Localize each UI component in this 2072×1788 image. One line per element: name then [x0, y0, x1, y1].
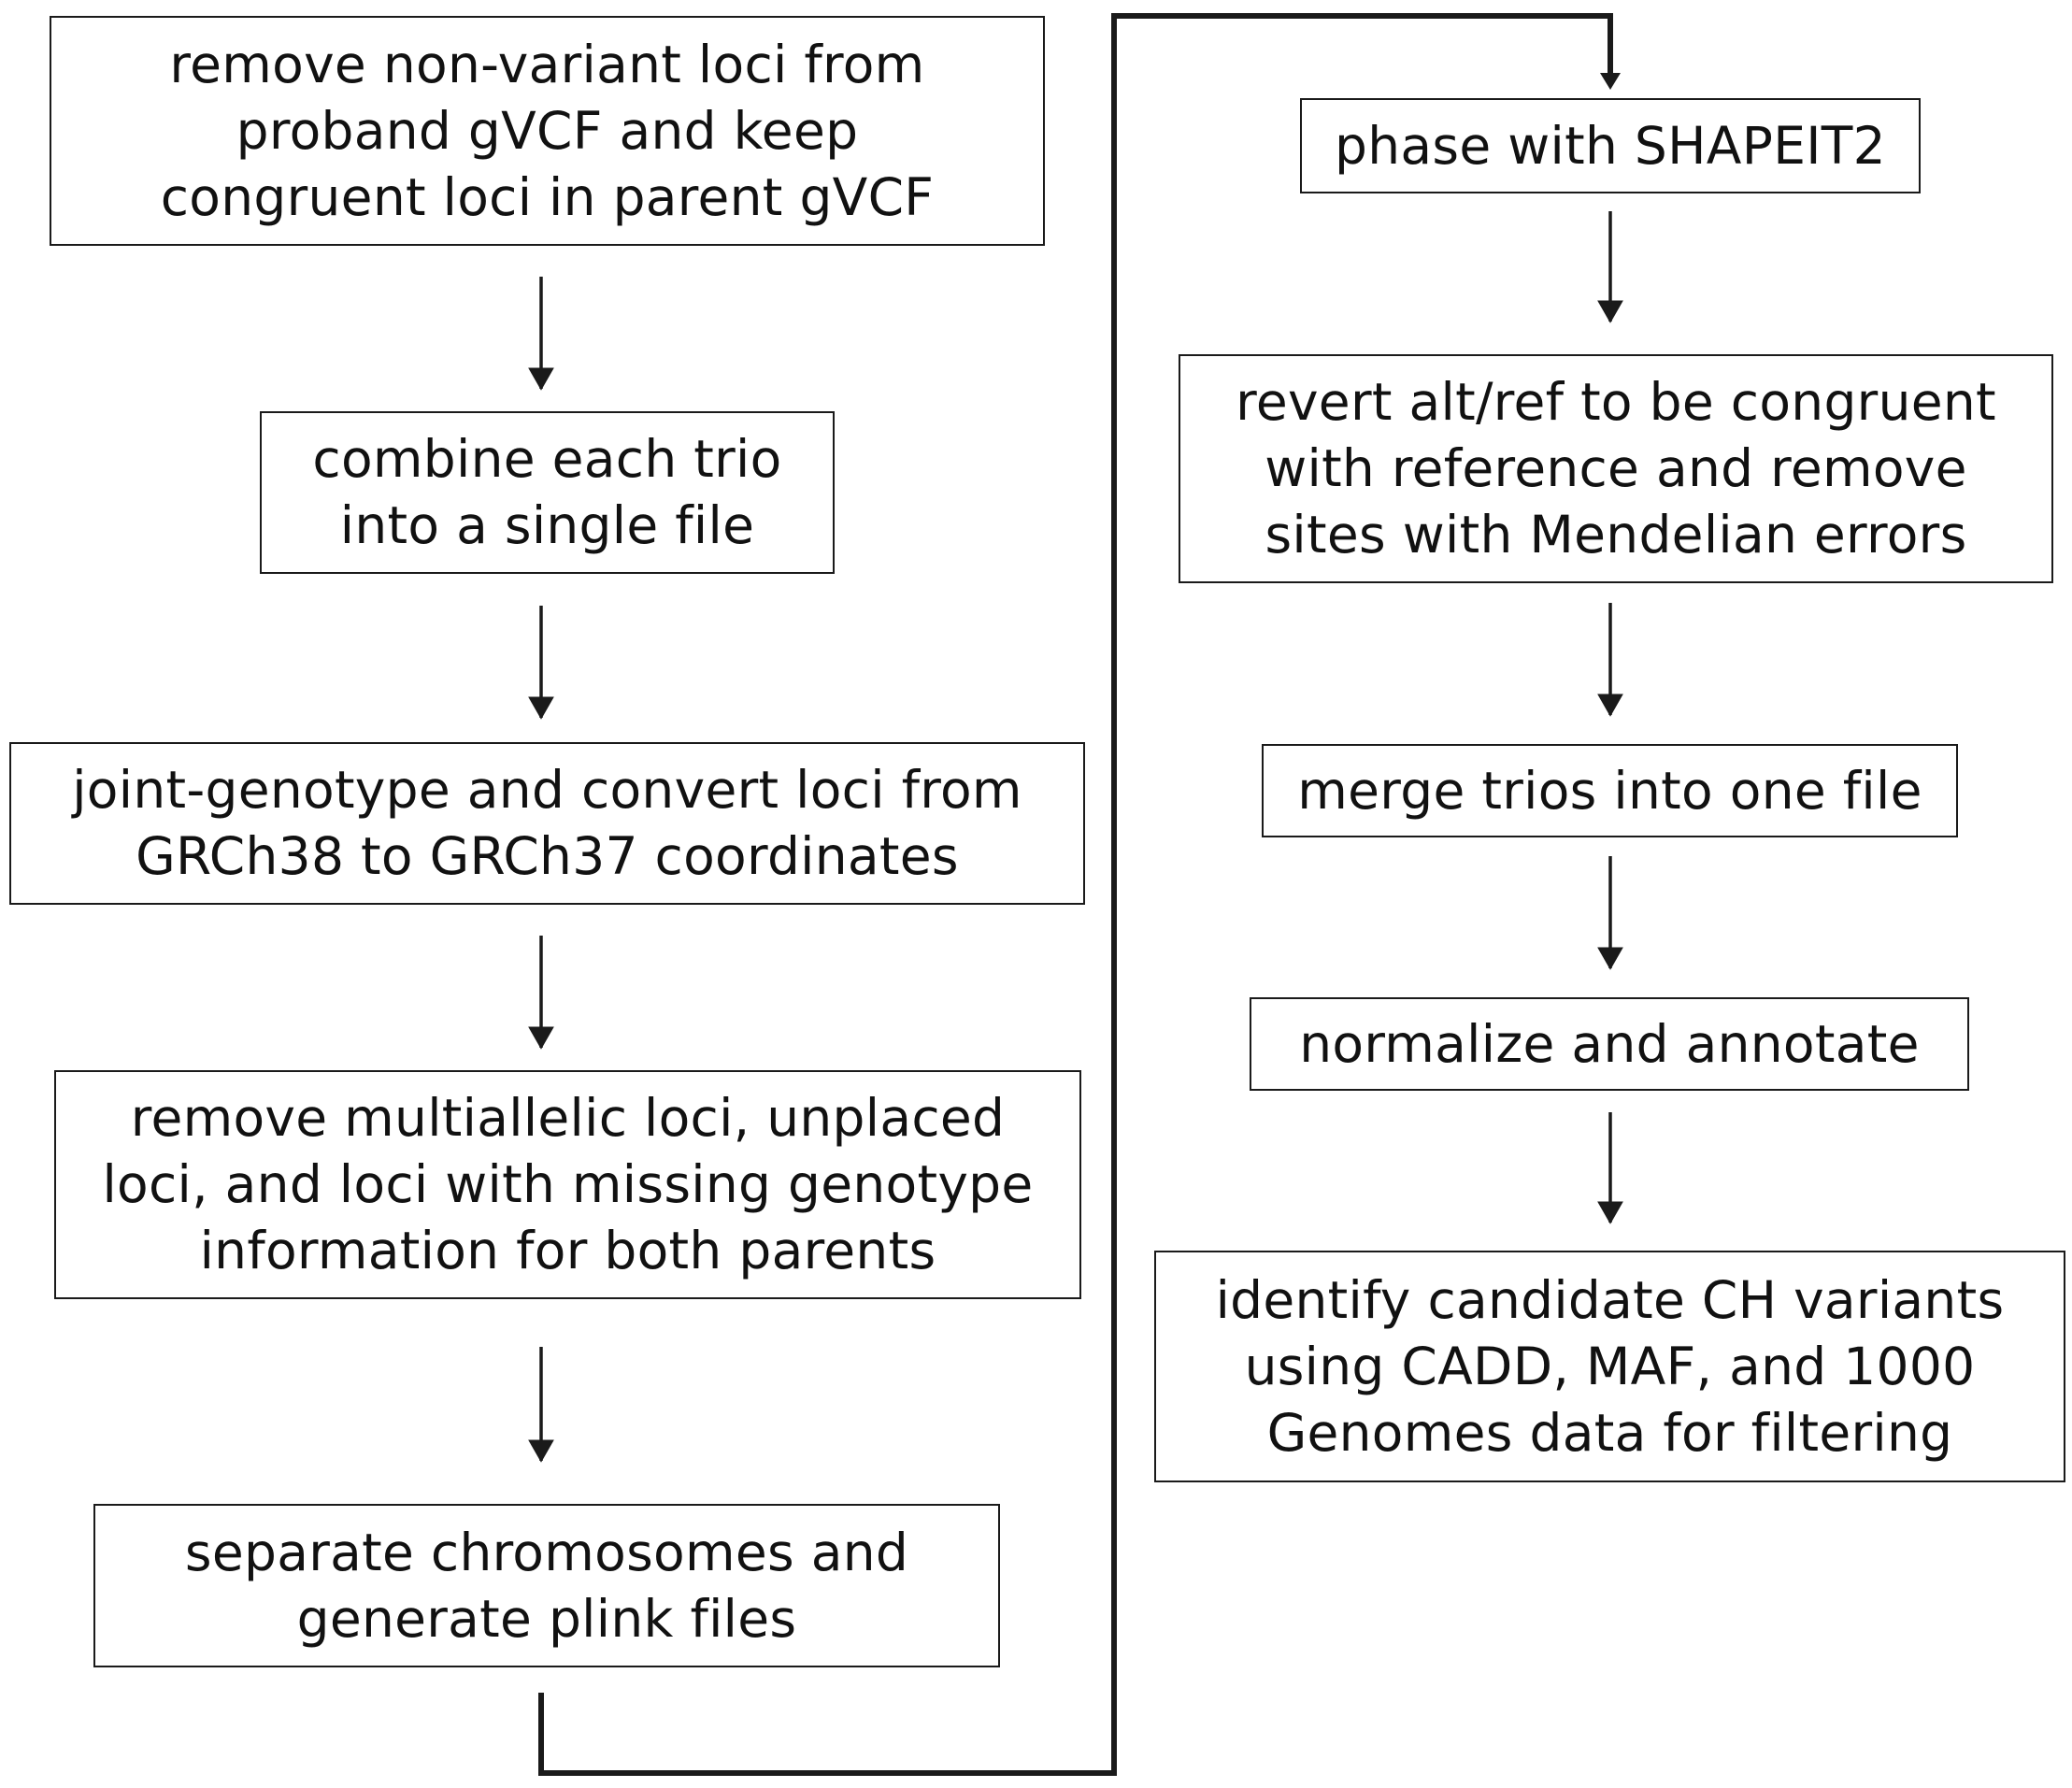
- step-separate-chromosomes-box: separate chromosomes and generate plink …: [93, 1504, 1000, 1667]
- step-phase-shapeit2-box: phase with SHAPEIT2: [1300, 98, 1921, 193]
- step-normalize-annotate-text: normalize and annotate: [1299, 1013, 1920, 1074]
- step-joint-genotype-text: joint-genotype and convert loci from GRC…: [72, 760, 1022, 886]
- step-remove-multiallelic-text: remove multiallelic loci, unplaced loci,…: [102, 1088, 1034, 1280]
- arrowhead-into-phase-shapeit2: [1600, 73, 1621, 90]
- step-phase-shapeit2-text: phase with SHAPEIT2: [1335, 115, 1886, 176]
- step-identify-candidates-text: identify candidate CH variants using CAD…: [1215, 1269, 2005, 1463]
- step-remove-multiallelic-box: remove multiallelic loci, unplaced loci,…: [54, 1070, 1081, 1299]
- step-remove-nonvariant-text: remove non-variant loci from proband gVC…: [160, 34, 935, 227]
- step-revert-alt-ref-text: revert alt/ref to be congruent with refe…: [1236, 372, 1996, 565]
- step-merge-trios-text: merge trios into one file: [1297, 760, 1922, 821]
- step-merge-trios-box: merge trios into one file: [1262, 744, 1958, 837]
- step-combine-trio-text: combine each trio into a single file: [312, 429, 782, 555]
- step-identify-candidates-box: identify candidate CH variants using CAD…: [1154, 1251, 2065, 1482]
- step-revert-alt-ref-box: revert alt/ref to be congruent with refe…: [1179, 354, 2053, 583]
- connector-separate-chromosomes-to-phase-shapeit2: [538, 13, 1613, 1776]
- step-normalize-annotate-box: normalize and annotate: [1250, 997, 1969, 1091]
- step-combine-trio-box: combine each trio into a single file: [260, 411, 835, 574]
- step-remove-nonvariant-box: remove non-variant loci from proband gVC…: [50, 16, 1045, 246]
- step-separate-chromosomes-text: separate chromosomes and generate plink …: [184, 1522, 909, 1649]
- step-joint-genotype-box: joint-genotype and convert loci from GRC…: [9, 742, 1085, 905]
